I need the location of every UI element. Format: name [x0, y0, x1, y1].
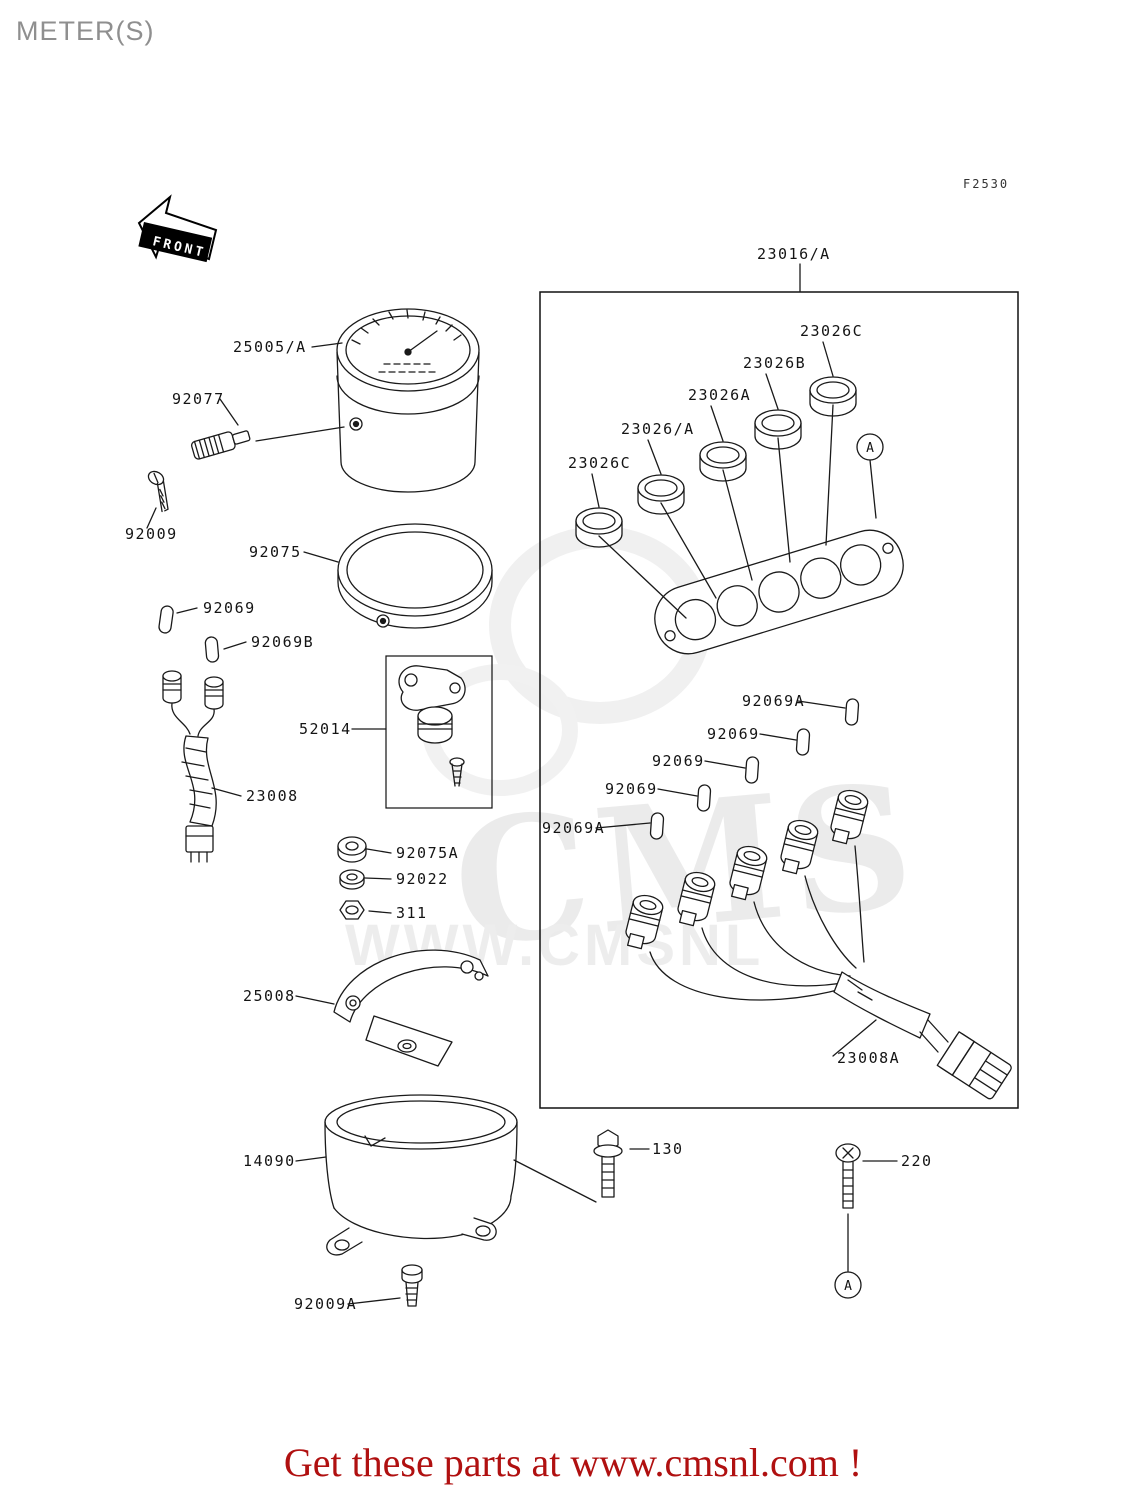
knob-drawing: [190, 430, 251, 460]
part-label-92069-left: 92069: [203, 599, 256, 617]
part-label-220: 220: [901, 1152, 933, 1170]
part-label-23026a: 23026A: [688, 386, 751, 404]
part-label-23026b: 23026B: [743, 354, 806, 372]
figure-code: F2530: [963, 177, 1009, 191]
part-label-92075: 92075: [249, 543, 302, 561]
screw-92009-drawing: [147, 470, 169, 513]
panel-sockets-drawing: [625, 789, 869, 950]
part-label-23026sa: 23026/A: [621, 420, 695, 438]
part-label-23008a: 23008A: [837, 1049, 900, 1067]
part-label-92069a-right: 92069A: [742, 692, 805, 710]
page-title: METER(S): [16, 16, 155, 46]
screw-220-drawing: [835, 1143, 861, 1209]
part-label-92009a: 92009A: [294, 1295, 357, 1313]
ref-a-top-label: A: [866, 441, 874, 456]
part-label-23008: 23008: [246, 787, 299, 805]
washer-92022-drawing: [339, 869, 365, 890]
nut-311-drawing: [339, 900, 365, 920]
part-label-25008: 25008: [243, 987, 296, 1005]
left-bulb-sockets-drawing: [162, 670, 224, 710]
ref-marker-a-top: A: [856, 433, 884, 461]
part-label-92009: 92009: [125, 525, 178, 543]
bolt-130-drawing: [593, 1129, 623, 1198]
panel-bulbs-drawing: [649, 698, 860, 840]
footer-link[interactable]: Get these parts at www.cmsnl.com !: [283, 1440, 863, 1485]
part-label-92077: 92077: [172, 390, 225, 408]
screw-92009a-drawing: [401, 1264, 423, 1307]
part-label-92069-r3: 92069: [605, 780, 658, 798]
ref-marker-a-bottom: A: [834, 1271, 862, 1299]
case-14090-drawing: [324, 1094, 518, 1256]
part-label-23016a: 23016/A: [757, 245, 831, 263]
bulb-92069b-drawing: [204, 636, 220, 663]
front-direction-arrow: FRONT: [137, 194, 218, 263]
part-label-25005a: 25005/A: [233, 338, 307, 356]
grommet-92075a-drawing: [337, 836, 367, 863]
caps-23026-drawing: [575, 376, 857, 548]
front-banner: [138, 221, 213, 263]
sensor-52014-box: [385, 655, 493, 809]
part-label-92069b: 92069B: [251, 633, 314, 651]
part-label-92069-r2: 92069: [652, 752, 705, 770]
ref-a-bottom-label: A: [844, 1279, 852, 1294]
part-label-23026c-right: 23026C: [800, 322, 863, 340]
part-label-92069-r1: 92069: [707, 725, 760, 743]
meter-ring-drawing: [337, 523, 493, 629]
watermark: CMS WWW.CMSNL: [345, 526, 926, 986]
part-label-14090: 14090: [243, 1152, 296, 1170]
panel-assembly-box: [539, 291, 1019, 1109]
sensor-52014-drawing: [398, 665, 466, 787]
watermark-brand: CMS: [446, 746, 926, 986]
part-label-92022: 92022: [396, 870, 449, 888]
leader-lines: [146, 263, 898, 1305]
bulb-92069-drawing: [158, 605, 174, 634]
part-label-92069a-left: 92069A: [542, 819, 605, 837]
part-label-130: 130: [652, 1140, 684, 1158]
speedometer-drawing: [336, 308, 480, 493]
panel-plate-drawing: [654, 529, 904, 655]
part-label-52014: 52014: [299, 720, 352, 738]
harness-23008a-drawing: [649, 845, 1012, 1100]
harness-23008-drawing: [171, 702, 217, 863]
bracket-25008-drawing: [333, 949, 489, 1067]
part-callouts: 25005/A 92077 92009 92075 92069 92069B 5…: [125, 245, 933, 1313]
part-label-92075a: 92075A: [396, 844, 459, 862]
part-label-23026c-left: 23026C: [568, 454, 631, 472]
part-label-311: 311: [396, 904, 428, 922]
